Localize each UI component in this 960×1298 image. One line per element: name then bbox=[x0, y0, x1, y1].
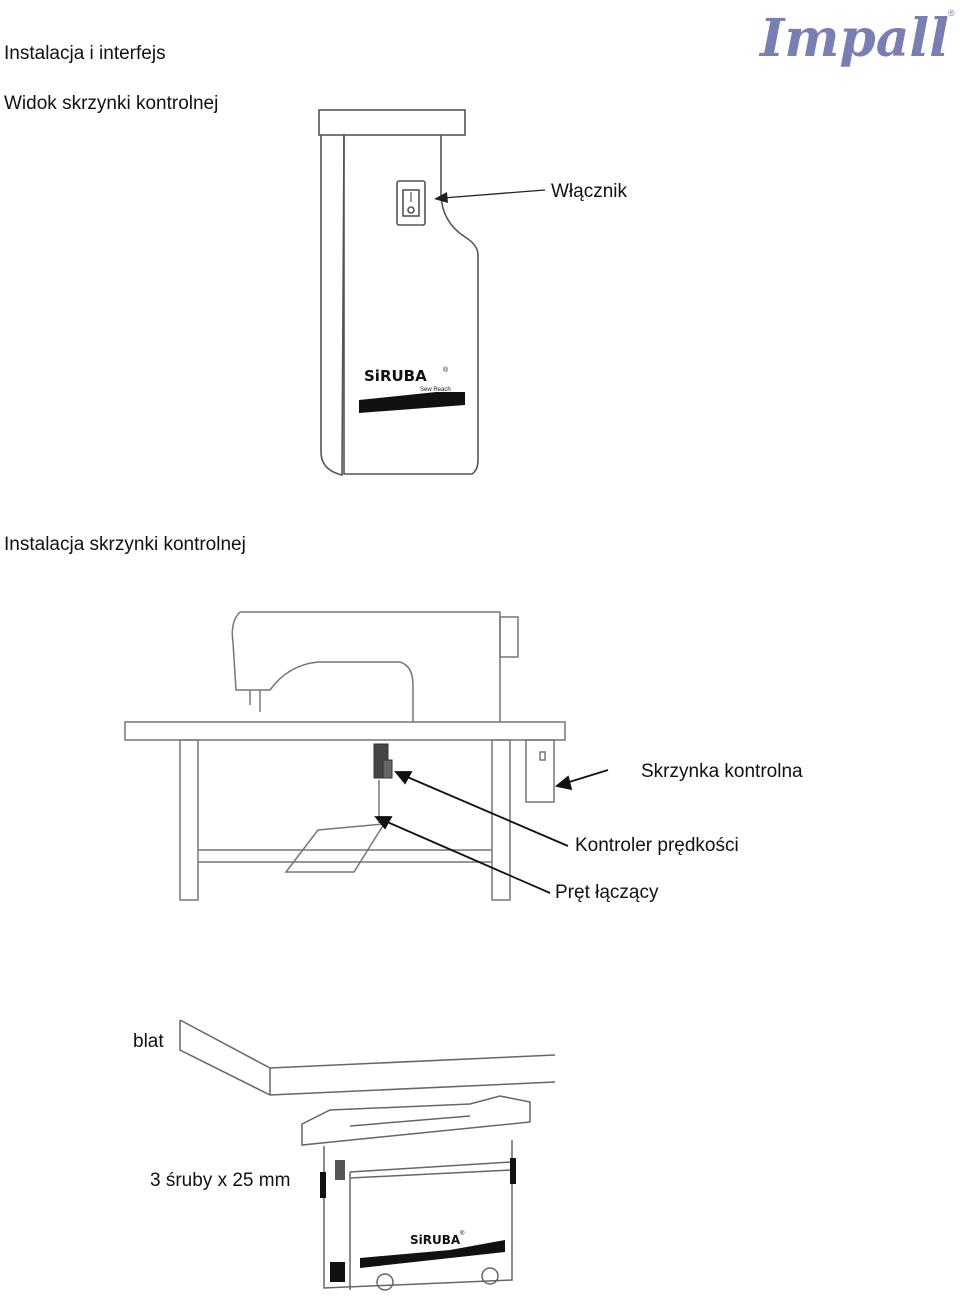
logo-registered-mark: ® bbox=[948, 8, 955, 18]
impall-logo: Impall ® bbox=[758, 4, 960, 75]
switch-label: Włącznik bbox=[551, 181, 628, 202]
speed-controller-label: Kontroler prędkości bbox=[575, 835, 739, 856]
page-title: Instalacja i interfejs bbox=[4, 43, 166, 64]
tabletop-label: blat bbox=[133, 1031, 164, 1052]
box-brand-registered-mark: ® bbox=[460, 1230, 465, 1237]
control-box-label: Skrzynka kontrolna bbox=[641, 761, 803, 782]
brand-sub-text: Sew Reach bbox=[420, 387, 451, 393]
section-heading-control-box-view: Widok skrzynki kontrolnej bbox=[4, 93, 219, 114]
section-heading-control-box-installation: Instalacja skrzynki kontrolnej bbox=[4, 534, 246, 555]
connecting-rod-label: Pręt łączący bbox=[555, 882, 659, 903]
logo-text: Impall bbox=[758, 8, 949, 69]
brand-registered-mark: ® bbox=[443, 366, 449, 374]
screws-label: 3 śruby x 25 mm bbox=[150, 1170, 291, 1191]
brand-logo-text: SiRUBA bbox=[364, 367, 427, 385]
box-brand-text: SiRUBA bbox=[410, 1233, 461, 1247]
